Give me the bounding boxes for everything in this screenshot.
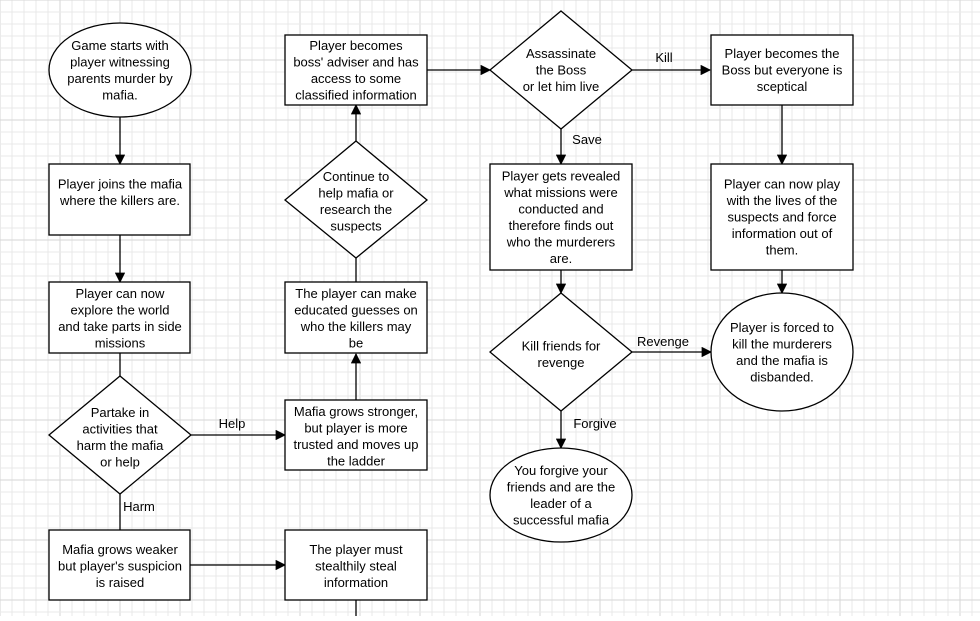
edge-label-save: Save xyxy=(572,132,602,147)
edge-label-kill: Kill xyxy=(655,50,672,65)
edges xyxy=(114,64,788,616)
edge-label-revenge: Revenge xyxy=(637,334,689,349)
edge-label-harm: Harm xyxy=(123,499,155,514)
edge-labels: Help Harm Kill Save Revenge Forgive xyxy=(123,50,689,514)
edge-label-forgive: Forgive xyxy=(573,416,616,431)
edge-label-help: Help xyxy=(219,416,246,431)
